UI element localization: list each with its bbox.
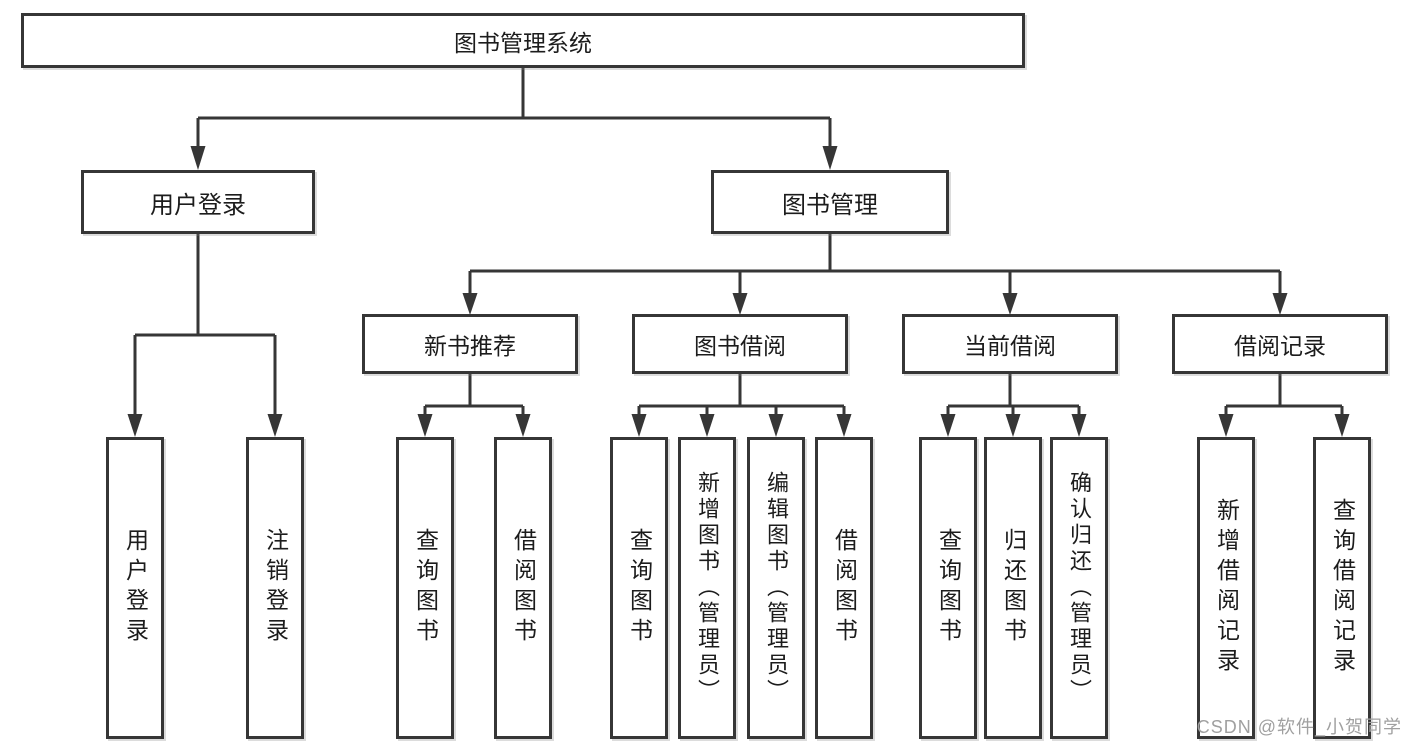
node-borrowing-records: 借阅记录 bbox=[1172, 314, 1388, 374]
node-label: 图书管理 bbox=[782, 191, 878, 219]
node-label: 编辑图书（管理员） bbox=[764, 471, 789, 705]
node-label: 用户登录 bbox=[122, 528, 149, 648]
node-label: 图书管理系统 bbox=[454, 29, 592, 56]
node-label: 新增借阅记录 bbox=[1213, 498, 1240, 678]
node-book-management: 图书管理 bbox=[711, 170, 949, 234]
leaf-query-borrowing-record: 查询借阅记录 bbox=[1313, 437, 1371, 739]
node-label: 借阅图书 bbox=[510, 528, 537, 648]
node-label: 注销登录 bbox=[262, 528, 289, 648]
node-label: 借阅记录 bbox=[1234, 333, 1326, 359]
node-label: 归还图书 bbox=[1000, 528, 1027, 648]
csdn-watermark: CSDN @软件_小贺同学 bbox=[1196, 717, 1402, 737]
node-label: 查询图书 bbox=[935, 528, 962, 648]
leaf-borrow-books-borrowing: 借阅图书 bbox=[815, 437, 873, 739]
node-label: 查询借阅记录 bbox=[1329, 498, 1356, 678]
node-label: 借阅图书 bbox=[831, 528, 858, 648]
leaf-user-login: 用户登录 bbox=[106, 437, 164, 739]
node-library-management-system: 图书管理系统 bbox=[21, 13, 1025, 68]
node-label: 用户登录 bbox=[150, 191, 246, 219]
leaf-logout: 注销登录 bbox=[246, 437, 304, 739]
node-label: 新书推荐 bbox=[424, 333, 516, 359]
arrowheads bbox=[127, 146, 1350, 437]
node-label: 确认归还（管理员） bbox=[1067, 471, 1092, 705]
leaf-edit-book-admin: 编辑图书（管理员） bbox=[747, 437, 805, 739]
leaf-borrow-books-recommend: 借阅图书 bbox=[494, 437, 552, 739]
node-new-book-recommendation: 新书推荐 bbox=[362, 314, 578, 374]
leaf-query-books-recommend: 查询图书 bbox=[396, 437, 454, 739]
leaf-return-book: 归还图书 bbox=[984, 437, 1042, 739]
leaf-query-books-borrowing: 查询图书 bbox=[610, 437, 668, 739]
node-current-borrowing: 当前借阅 bbox=[902, 314, 1118, 374]
node-label: 查询图书 bbox=[626, 528, 653, 648]
node-label: 图书借阅 bbox=[694, 333, 786, 359]
leaf-add-book-admin: 新增图书（管理员） bbox=[678, 437, 736, 739]
node-user-login: 用户登录 bbox=[81, 170, 315, 234]
leaf-query-books-current: 查询图书 bbox=[919, 437, 977, 739]
leaf-add-borrowing-record: 新增借阅记录 bbox=[1197, 437, 1255, 739]
node-label: 当前借阅 bbox=[964, 333, 1056, 359]
node-book-borrowing: 图书借阅 bbox=[632, 314, 848, 374]
node-label: 新增图书（管理员） bbox=[695, 471, 720, 705]
node-label: 查询图书 bbox=[412, 528, 439, 648]
leaf-confirm-return-admin: 确认归还（管理员） bbox=[1050, 437, 1108, 739]
